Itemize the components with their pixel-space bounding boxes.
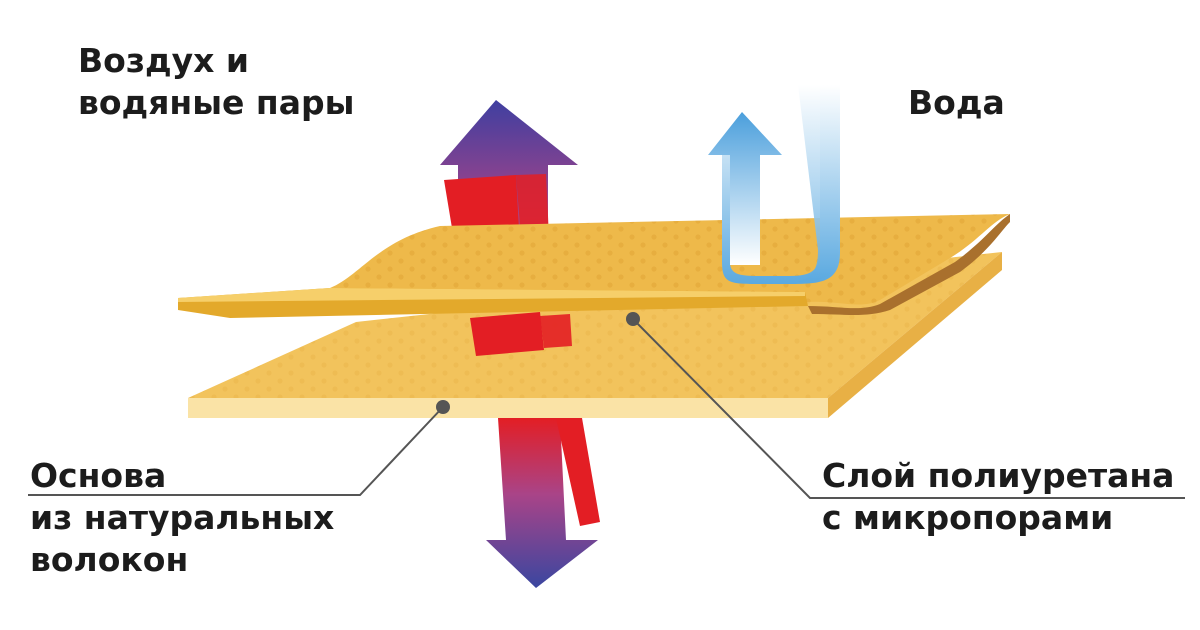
polyurethane-leader-line [626, 312, 1185, 499]
water-arrow [708, 85, 840, 284]
polyurethane-label: Слой полиуретана с микропорами [822, 456, 1175, 537]
vapor-down-arrow [486, 418, 600, 588]
polyurethane-layer [178, 214, 1010, 318]
water-label: Вода [908, 83, 1005, 122]
air-vapor-label: Воздух и водяные пары [78, 41, 355, 122]
base-leader-line [28, 400, 450, 496]
vapor-through-layers [470, 312, 572, 356]
base-label: Основа из натуральных волокон [30, 456, 335, 579]
